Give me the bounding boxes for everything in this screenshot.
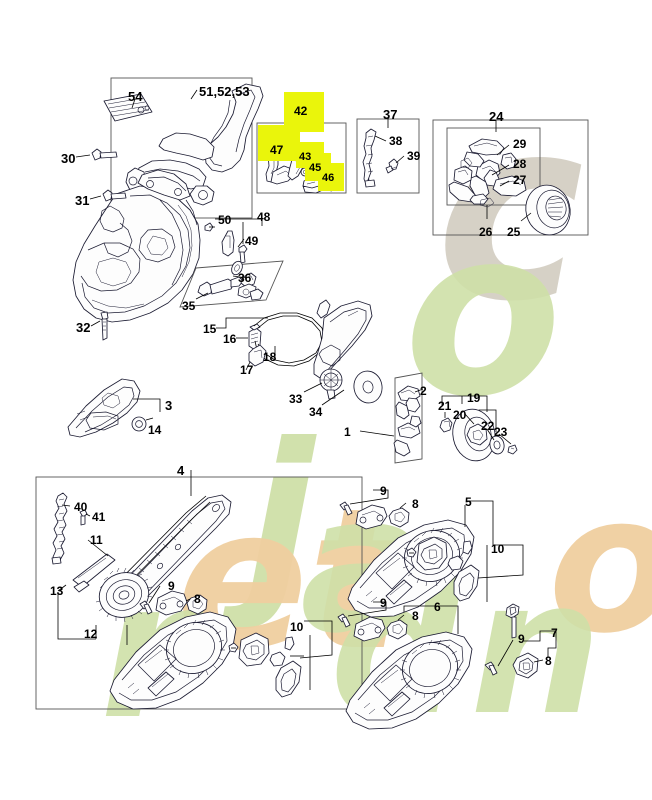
callout-48: 48 <box>257 210 271 224</box>
part-cover-5 <box>339 489 524 618</box>
callout-50: 50 <box>218 213 232 227</box>
callout-34: 34 <box>309 405 323 419</box>
part-brake-handle <box>303 300 383 406</box>
callout-8: 8 <box>412 497 419 511</box>
callout-36: 36 <box>238 271 252 285</box>
callout-54: 54 <box>128 89 143 104</box>
callout-46: 46 <box>322 172 335 184</box>
callout-38: 38 <box>389 134 403 148</box>
callout-40: 40 <box>74 500 88 514</box>
callout-12: 12 <box>84 627 98 641</box>
callout-20: 20 <box>453 408 467 422</box>
callout-24: 24 <box>489 109 504 124</box>
callout-27: 27 <box>513 173 527 187</box>
callout-9: 9 <box>380 484 387 498</box>
callout-10: 10 <box>290 620 304 634</box>
callout-33: 33 <box>289 392 303 406</box>
callout-23: 23 <box>494 425 508 439</box>
part-drive-sprocket-left <box>95 567 208 645</box>
highlight-46 <box>318 163 344 191</box>
part-top-handle <box>103 83 264 206</box>
callout-43: 43 <box>299 151 312 163</box>
callout-31: 31 <box>75 193 90 208</box>
callout-47: 47 <box>270 143 284 157</box>
part-clutch-assembly <box>448 120 571 236</box>
callout-9: 9 <box>518 632 525 646</box>
part-bolts-left <box>75 148 127 341</box>
part-side-cover-3 <box>67 378 161 438</box>
callout-51-52-53: 51,52,53 <box>199 84 250 99</box>
callout-11: 11 <box>90 533 103 547</box>
part-clutch-shoe-box <box>359 372 424 464</box>
part-spring-group <box>362 119 405 188</box>
callout-2: 2 <box>420 384 427 398</box>
callout-28: 28 <box>513 157 527 171</box>
callout-32: 32 <box>76 320 91 335</box>
part-rods <box>309 545 488 690</box>
callout-18: 18 <box>263 350 277 364</box>
part-nut-group-7 <box>484 603 557 679</box>
callout-42: 42 <box>294 104 308 118</box>
callout-8: 8 <box>194 592 201 606</box>
callout-49: 49 <box>245 234 259 248</box>
callout-6: 6 <box>434 600 441 614</box>
callout-21: 21 <box>438 399 452 413</box>
callout-4: 4 <box>177 463 185 478</box>
callout-30: 30 <box>61 151 76 166</box>
callout-19: 19 <box>467 391 481 405</box>
callout-45: 45 <box>309 162 322 174</box>
callout-26: 26 <box>479 225 493 239</box>
callout-9: 9 <box>168 579 175 593</box>
callout-35: 35 <box>182 299 196 313</box>
callout-3: 3 <box>165 398 173 413</box>
callout-1: 1 <box>344 425 351 439</box>
callout-10: 10 <box>491 542 505 556</box>
callout-13: 13 <box>50 584 64 598</box>
part-small-lever-group <box>204 218 263 264</box>
callout-22: 22 <box>481 419 495 433</box>
callout-17: 17 <box>240 363 254 377</box>
callout-29: 29 <box>513 137 527 151</box>
part-sprocket-assembly <box>439 395 518 462</box>
part-oiler-group <box>179 260 284 308</box>
callout-7: 7 <box>551 626 558 640</box>
part-engine-housing <box>72 169 201 323</box>
callout-8: 8 <box>412 609 419 623</box>
callout-37: 37 <box>383 107 398 122</box>
callout-25: 25 <box>507 225 521 239</box>
part-cover-6 <box>337 601 473 730</box>
callout-14: 14 <box>148 423 162 437</box>
callout-41: 41 <box>92 510 106 524</box>
highlight-47 <box>258 125 300 161</box>
callout-5: 5 <box>465 495 472 509</box>
callout-8: 8 <box>545 654 552 668</box>
callout-9: 9 <box>380 596 387 610</box>
callout-39: 39 <box>407 149 421 163</box>
callout-15: 15 <box>203 322 217 336</box>
callout-16: 16 <box>223 332 237 346</box>
part-cover-bottom-left <box>109 611 333 710</box>
